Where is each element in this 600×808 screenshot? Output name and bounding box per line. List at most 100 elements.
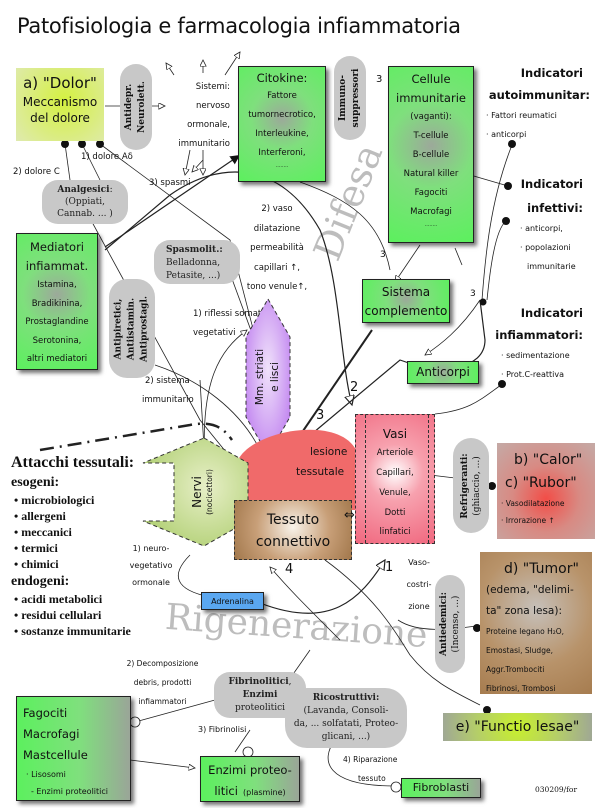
mediatori-item: altri mediatori	[26, 354, 88, 364]
attacchi-title: Attacchi tessutali:	[11, 454, 135, 471]
antiedem-sub: (Incenso, ...)	[451, 595, 461, 653]
label-riparazione-1: 4) Riparazione	[343, 755, 398, 764]
ricostruttivi-bold: Ricostruttivi:	[312, 693, 380, 703]
mediatori-item: Serotonina,	[32, 335, 82, 346]
fagociti-item: Fagociti	[23, 706, 68, 720]
spasmolit-pill: Spasmolit.: Belladonna, Petasite, ...)	[154, 240, 240, 284]
label-vasocostrizione: Vaso- costri- zione	[400, 552, 438, 618]
label-3-lesione: 3	[316, 408, 325, 423]
spasmolit-line3: Petasite, ...)	[166, 271, 221, 281]
rubor-title: c) "Rubor"	[505, 475, 577, 491]
citokine-item: Interleukine,	[255, 129, 309, 139]
fagociti-item: Mastcellule	[23, 748, 88, 762]
label-sistema-imm-2: immunitario	[142, 395, 194, 405]
vasocostr-line: costri-	[406, 580, 432, 589]
ind-auto-item: · Fattori reumatici	[486, 111, 557, 120]
analgesici-bold: Analgesici	[57, 185, 110, 195]
nervi-shape	[142, 437, 249, 547]
complemento-line2: complemento	[364, 304, 448, 318]
vasi-item: Arteriole	[376, 448, 414, 458]
nervi-title: Nervi	[190, 476, 204, 508]
ind-infiam-item: · Prot.C-reattiva	[501, 370, 564, 379]
esogeni-item: • meccanici	[14, 525, 72, 539]
citokine-item: ........	[275, 163, 289, 169]
dolor-box: a) "Dolor" Meccanismo del dolore	[16, 68, 104, 141]
antipir-l2: Antiistamin.	[126, 297, 137, 360]
dolor-line3: del dolore	[30, 111, 90, 125]
vasocostr-line: Vaso-	[408, 558, 430, 567]
label-dolore-c: 2) dolore C	[13, 167, 60, 177]
ind-auto-h2: autoimmunitar:	[488, 88, 590, 102]
citokine-item: Interferoni,	[258, 148, 306, 158]
enzimi-plasmine: (plasmine)	[243, 788, 286, 797]
ind-inf-item: immunitarie	[527, 262, 576, 271]
label-riflessi-1: 1) riflessi somat.,	[193, 309, 267, 319]
ricostruttivi-line: da, ... solfatati, Proteo-	[293, 719, 399, 729]
adrenalina-label: Adrenalina	[211, 597, 254, 606]
decomp-line: debris, prodotti	[133, 678, 192, 687]
esogeni-item: • allergeni	[14, 509, 66, 523]
antipiretici-pill: Antipiretici, Antiistamin. Antiprostagl.	[109, 279, 155, 378]
anticorpi-label: Anticorpi	[416, 365, 470, 379]
sistema-complemento-box: Sistema complemento	[362, 279, 450, 323]
analgesici-line2: (Oppiati,	[64, 197, 105, 207]
fagociti-box: Fagociti Macrofagi Mastcellule · Lisosom…	[16, 696, 131, 801]
nervi-label: Nervi (nocicettori)	[190, 469, 214, 515]
antipir-l3: Antiprostagl.	[139, 295, 150, 362]
enzimi-line2: litici	[214, 784, 238, 798]
dolor-line2: Meccanismo	[22, 95, 98, 109]
vasi-item: Capillari,	[376, 468, 414, 478]
enzimi-line1: Enzimi proteo-	[208, 763, 292, 777]
vaso-line: dilatazione	[253, 223, 301, 234]
nervi-sub: (nocicettori)	[205, 469, 214, 515]
vaso-line: permeabilità	[250, 243, 304, 253]
lesione-shape	[238, 429, 356, 510]
esogeni-item: • termici	[14, 541, 58, 555]
citokine-title: Citokine:	[256, 71, 308, 85]
vasocostr-line: zione	[408, 602, 430, 611]
fibroblasti-label: Fibroblasti	[412, 781, 470, 794]
ind-inf-h2: infettivi:	[527, 201, 583, 215]
esogeni-heading: esogeni:	[11, 475, 60, 490]
cellule-item: Macrofagi	[410, 207, 452, 217]
label-dolore-ad: 1) dolore Aδ	[81, 152, 133, 162]
tumor-item: Emostasi, Sludge,	[486, 646, 553, 655]
ind-infiam-h1: Indicatori	[520, 306, 583, 320]
antipir-l1: Antipiretici,	[113, 298, 124, 359]
immunosuppressori-pill: Immuno- suppressori	[334, 56, 366, 140]
ind-auto-h1: Indicatori	[520, 66, 583, 80]
calor-item: · Vasodilatazione	[501, 499, 565, 508]
mediatori-box: Mediatori infiammat. Istamina, Bradikini…	[16, 233, 98, 370]
antiedemici-pill: Antiedemici: (Incenso, ...)	[435, 575, 465, 673]
cellule-item: (vaganti):	[410, 112, 452, 122]
label-fibrinolisi: 3) Fibrinolisi	[198, 725, 247, 734]
citokine-item: tumornecrotico,	[248, 110, 316, 120]
tessuto-line1: Tessuto	[266, 512, 320, 528]
tumor-line3: ta" zona lesa):	[486, 605, 562, 617]
mediatori-item: Prostaglandine	[25, 317, 89, 327]
fibrinolitici-comma: ,	[288, 677, 292, 687]
cellule-title1: Cellule	[411, 72, 451, 86]
label-3-cellule: 3	[380, 250, 386, 260]
vasi-item: linfatici	[379, 527, 411, 537]
functio-lesae-box: e) "Functio lesae"	[443, 713, 592, 741]
tumor-line2: (edema, "delimi-	[486, 584, 574, 596]
complemento-line1: Sistema	[381, 285, 431, 299]
neuro-line: vegetativo	[129, 561, 173, 570]
refrigeranti-pill: Refrigeranti: (ghiaccio, ...)	[453, 438, 489, 533]
label-riflessi-2: vegetativi	[193, 328, 236, 338]
ind-infiam-item: · sedimentazione	[501, 351, 570, 360]
tessuto-line2: connettivo	[255, 534, 331, 550]
cellule-item: ........	[424, 222, 438, 228]
label-sistema-imm-1: 2) sistema	[145, 376, 190, 386]
ricostruttivi-line: glicani, ...)	[321, 732, 371, 742]
lesione-line2: tessutale	[296, 466, 345, 478]
calor-item: · Irrorazione ↑	[501, 516, 555, 525]
anticorpi-box: Anticorpi	[407, 361, 479, 384]
cellule-item: T-cellule	[413, 131, 449, 141]
cellule-title2: immunitarie	[396, 91, 466, 105]
label-vaso: 2) vaso dilatazione permeabilità capilla…	[242, 200, 312, 298]
immuno-line1: Immuno-	[338, 74, 348, 122]
mm-line2: e lisci	[269, 362, 281, 392]
vaso-line: capillari ↑,	[254, 262, 300, 273]
